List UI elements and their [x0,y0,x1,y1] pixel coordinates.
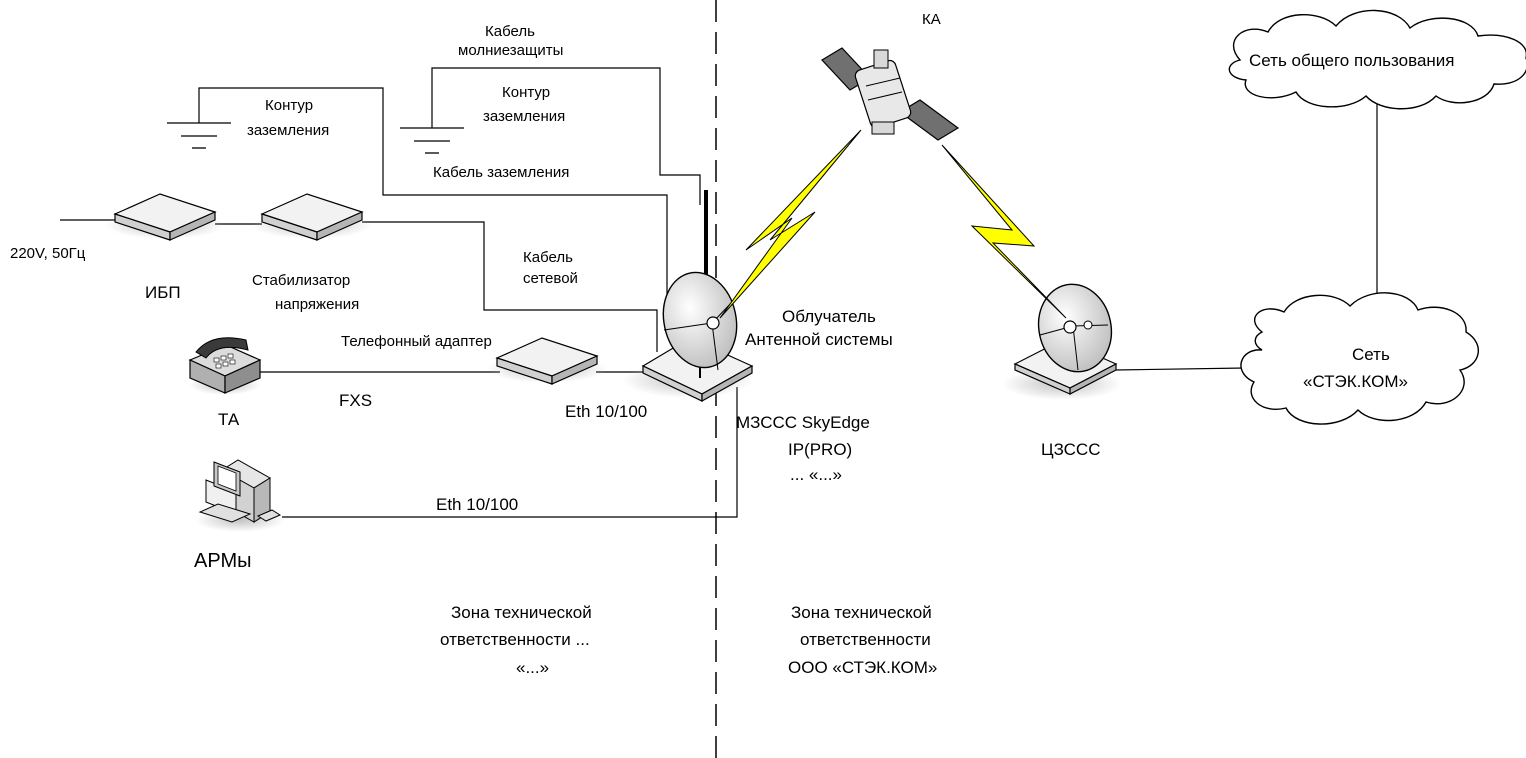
public-network-cloud [1228,9,1526,110]
label-lightning-cable-line1: Кабель [485,23,535,40]
label-ups: ИБП [145,283,181,302]
label-zone-left-line3: «...» [516,658,549,677]
label-ka: КА [922,11,941,28]
label-zone-right-line2: ответственности [800,630,931,649]
label-network-cable-line1: Кабель [523,249,573,266]
label-stek-net-line1: Сеть [1352,345,1390,364]
label-power-input: 220V, 50Гц [10,245,86,262]
label-feed-line1: Облучатель [782,307,876,326]
label-zone-left-line1: Зона технической [451,603,592,622]
phone-adapter-device [486,337,608,385]
label-fxs: FXS [339,391,372,410]
label-eth-adapter: Eth 10/100 [565,402,647,421]
label-ground-loop-left-line2: заземления [247,122,329,139]
label-ground-cable: Кабель заземления [433,164,569,181]
stabilizer-device [251,193,373,241]
label-phone-adapter: Телефонный адаптер [341,333,492,350]
hub-antenna [1002,283,1122,400]
label-arm: АРМы [194,550,252,572]
label-terminal-line3: ... «...» [790,465,842,484]
lightning-link-terminal [719,129,862,319]
label-public-network: Сеть общего пользования [1249,51,1455,70]
remote-terminal-antenna [623,190,754,403]
stek-network-cloud [1240,292,1480,425]
label-zone-left-line2: ответственности ... [440,630,590,649]
label-ground-loop-mid-line1: Контур [502,84,550,101]
ups-device [104,193,226,241]
wires [60,67,1378,518]
lightning-link-hub [941,144,1067,319]
label-ta: ТА [218,410,240,429]
label-terminal-line2: IP(PRO) [788,440,852,459]
label-terminal-line1: МЗССС SkyEdge [736,413,870,432]
satellite-icon [821,47,960,141]
label-network-cable-line2: сетевой [523,270,578,287]
label-stek-net-line2: «СТЭК.КОМ» [1303,372,1408,391]
label-ground-loop-mid-line2: заземления [483,108,565,125]
computer-icon [195,459,285,532]
label-feed-line2: Антенной системы [745,330,893,349]
label-eth-pc: Eth 10/100 [436,495,518,514]
label-zone-right-line3: ООО «СТЭК.КОМ» [788,658,937,677]
ground-symbol-mid [400,127,464,154]
ground-symbol-left [167,122,231,149]
label-lightning-cable-line2: молниезащиты [458,42,563,59]
label-stabilizer-line1: Стабилизатор [252,272,350,289]
label-ground-loop-left-line1: Контур [265,97,313,114]
label-stabilizer-line2: напряжения [275,296,359,313]
label-hub: ЦЗССС [1041,440,1100,459]
label-zone-right-line1: Зона технической [791,603,932,622]
telephone-icon [188,337,262,395]
